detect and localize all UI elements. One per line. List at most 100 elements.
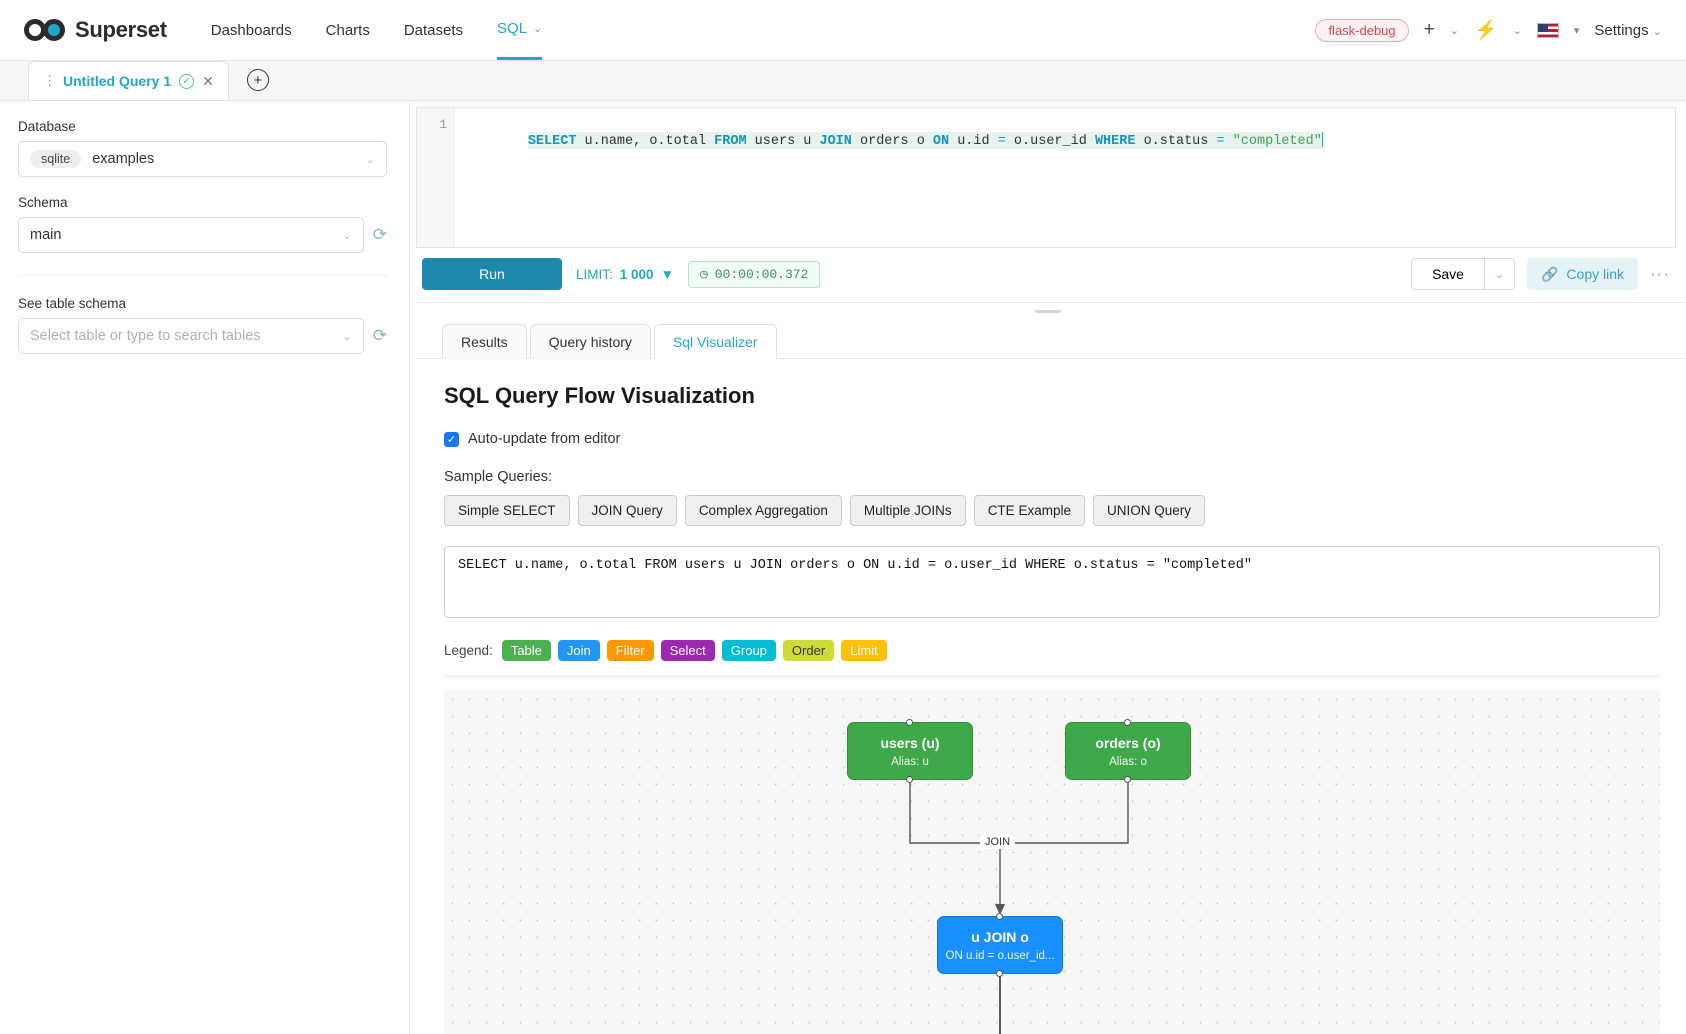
bolt-chevron-down-icon[interactable]: ⌄ [1512, 24, 1522, 37]
schema-value: main [30, 227, 62, 243]
nav-link-sql[interactable]: SQL ⌄ [497, 0, 543, 60]
more-options-icon[interactable]: ··· [1650, 264, 1670, 284]
schema-select[interactable]: main ⌄ [18, 217, 364, 253]
nav-links: Dashboards Charts Datasets SQL ⌄ [211, 0, 543, 60]
editor-gutter: 1 [417, 108, 455, 248]
flow-node-title: users (u) [880, 734, 940, 751]
sidebar-divider [18, 275, 387, 276]
query-tab-strip: ⋮ Untitled Query 1 ✓ ✕ + [0, 61, 1686, 101]
result-tabs: Results Query history Sql Visualizer [416, 313, 1686, 360]
tab-query-history[interactable]: Query history [529, 324, 651, 360]
flag-chevron-down-icon[interactable]: ▾ [1573, 24, 1580, 37]
page-title: SQL Query Flow Visualization [444, 383, 755, 409]
sample-button-multiple-joins[interactable]: Multiple JOINs [849, 495, 966, 527]
node-handle-top[interactable] [996, 913, 1003, 921]
legend-chip-limit: Limit [841, 640, 887, 662]
top-navbar: Superset Dashboards Charts Datasets SQL … [0, 0, 1686, 61]
legend-chip-filter: Filter [606, 640, 654, 662]
editor-line-1: SELECT u.name, o.total FROM users u JOIN… [527, 132, 1325, 149]
flow-node-join[interactable]: u JOIN o ON u.id = o.user_id... [937, 913, 1063, 978]
run-button[interactable]: Run [422, 258, 562, 291]
editor-code[interactable]: SELECT u.name, o.total FROM users u JOIN… [455, 108, 1675, 247]
refresh-tables-icon[interactable]: ⟳ [372, 326, 387, 345]
infinity-logo-icon [24, 18, 66, 42]
sample-button-union-query[interactable]: UNION Query [1092, 495, 1205, 527]
tab-sql-visualizer[interactable]: Sql Visualizer [653, 324, 777, 360]
settings-menu[interactable]: Settings ⌄ [1594, 22, 1662, 39]
chevron-down-icon: ⌄ [533, 23, 543, 35]
sample-queries-row: Simple SELECT JOIN Query Complex Aggrega… [444, 495, 1660, 527]
database-select[interactable]: sqlite examples ⌄ [18, 141, 387, 177]
table-select[interactable]: Select table or type to search tables ⌄ [18, 318, 364, 354]
sql-editor[interactable]: 1 SELECT u.name, o.total FROM users u JO… [416, 107, 1676, 249]
settings-label: Settings [1594, 21, 1649, 39]
main-body: Database sqlite examples ⌄ Schema main ⌄… [0, 101, 1686, 1034]
bolt-icon[interactable]: ⚡ [1473, 20, 1498, 41]
limit-label: LIMIT: [576, 266, 613, 282]
node-handle-bottom[interactable] [906, 776, 913, 784]
us-flag-icon[interactable] [1536, 22, 1559, 38]
save-chevron-down-icon[interactable]: ⌄ [1484, 258, 1515, 291]
node-handle-bottom[interactable] [1124, 776, 1131, 784]
sample-button-complex-aggregation[interactable]: Complex Aggregation [684, 495, 842, 527]
schema-label: Schema [18, 195, 68, 210]
sample-button-cte-example[interactable]: CTE Example [973, 495, 1085, 527]
left-sidebar: Database sqlite examples ⌄ Schema main ⌄… [0, 101, 410, 1034]
superset-logo[interactable]: Superset [24, 17, 167, 43]
limit-dropdown[interactable]: LIMIT: 1 000 ▼ [576, 267, 674, 282]
query-timer: ◷ 00:00:00.372 [687, 260, 821, 288]
refresh-schema-icon[interactable]: ⟳ [372, 225, 387, 244]
legend-chip-join: Join [557, 640, 600, 662]
flow-node-title: u JOIN o [971, 928, 1029, 945]
limit-value: 1 000 [619, 266, 654, 282]
chevron-down-icon: ⌄ [342, 330, 352, 343]
node-handle-top[interactable] [1124, 719, 1131, 727]
tab-results[interactable]: Results [442, 324, 527, 360]
database-engine-chip: sqlite [30, 150, 82, 168]
edge-label-join: JOIN [980, 835, 1016, 850]
node-handle-top[interactable] [906, 719, 913, 727]
query-tab-title: Untitled Query 1 [63, 73, 172, 89]
flow-edges [909, 780, 1129, 1034]
save-button[interactable]: Save [1411, 258, 1485, 291]
nav-link-datasets[interactable]: Datasets [403, 21, 464, 39]
plus-chevron-down-icon[interactable]: ⌄ [1449, 24, 1459, 37]
flow-node-orders[interactable]: orders (o) Alias: o [1065, 719, 1191, 784]
link-icon: 🔗 [1540, 265, 1559, 282]
sample-button-simple-select[interactable]: Simple SELECT [444, 495, 570, 527]
chevron-down-icon: ⌄ [342, 229, 352, 242]
table-schema-label: See table schema [18, 296, 127, 311]
status-check-icon: ✓ [179, 73, 195, 89]
legend-chip-select: Select [660, 640, 715, 662]
drag-grip-icon[interactable]: ⋮ [43, 73, 56, 88]
nav-link-charts[interactable]: Charts [325, 21, 370, 39]
brand-name: Superset [75, 17, 167, 42]
nav-link-dashboards[interactable]: Dashboards [210, 21, 292, 39]
close-icon[interactable]: ✕ [202, 72, 214, 89]
copy-link-label: Copy link [1566, 266, 1625, 283]
legend-chip-group: Group [721, 640, 776, 662]
save-button-group: Save ⌄ [1411, 258, 1515, 291]
clock-icon: ◷ [699, 266, 708, 282]
query-input[interactable] [444, 546, 1660, 619]
query-tab-untitled-query-1[interactable]: ⋮ Untitled Query 1 ✓ ✕ [28, 61, 229, 100]
auto-update-checkbox[interactable]: ✓ [444, 431, 459, 447]
right-pane: 1 SELECT u.name, o.total FROM users u JO… [410, 101, 1686, 1034]
plus-icon[interactable]: + [1423, 19, 1435, 40]
database-label: Database [18, 119, 76, 134]
settings-chevron-down-icon: ⌄ [1652, 25, 1662, 38]
sample-button-join-query[interactable]: JOIN Query [577, 495, 677, 527]
legend-label: Legend: [444, 643, 493, 659]
flow-node-title: orders (o) [1095, 734, 1161, 751]
pane-resize-handle[interactable] [1035, 310, 1061, 314]
auto-update-row: ✓ Auto-update from editor [444, 431, 1660, 447]
flow-node-users[interactable]: users (u) Alias: u [847, 719, 973, 784]
flow-canvas[interactable]: users (u) Alias: u orders (o) Alias: o J… [444, 691, 1660, 1034]
add-query-tab-button[interactable]: + [246, 69, 269, 91]
node-handle-bottom[interactable] [996, 970, 1003, 978]
table-row: Select table or type to search tables ⌄ … [18, 318, 387, 354]
copy-link-button[interactable]: 🔗 Copy link [1526, 258, 1639, 291]
legend: Legend: Table Join Filter Select Group O… [444, 640, 1660, 662]
timer-value: 00:00:00.372 [714, 266, 809, 282]
legend-chip-order: Order [782, 640, 835, 662]
